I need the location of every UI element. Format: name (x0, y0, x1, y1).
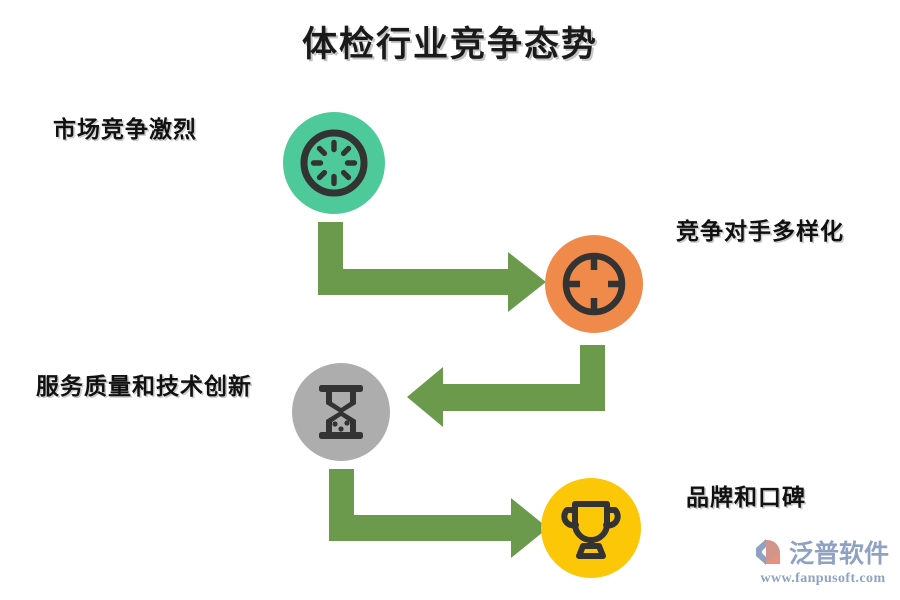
watermark-url: www.fanpusoft.com (760, 571, 886, 586)
spinner-icon (297, 126, 371, 200)
node-circle-brand-reputation[interactable] (541, 478, 641, 578)
page-title: 体检行业竞争态势 (301, 25, 598, 64)
fanpu-logo-icon (752, 537, 786, 572)
trophy-icon (557, 494, 625, 562)
watermark: 泛普软件 www.fanpusoft.com (752, 538, 894, 593)
watermark-brand-row: 泛普软件 (752, 538, 894, 570)
connector-arrow-2 (407, 345, 605, 427)
connector-arrow-1 (318, 222, 546, 312)
node-label-service-quality: 服务质量和技术创新 (36, 374, 252, 399)
node-label-market-competition: 市场竞争激烈 (53, 117, 197, 142)
connector-arrow-3 (329, 469, 548, 558)
node-circle-service-quality[interactable] (292, 363, 390, 461)
node-circle-competitor-diversity[interactable] (545, 235, 643, 333)
node-label-competitor-diversity: 竞争对手多样化 (676, 219, 844, 244)
node-circle-market-competition[interactable] (283, 112, 385, 214)
node-label-brand-reputation: 品牌和口碑 (686, 485, 806, 510)
watermark-brand-text: 泛普软件 (789, 540, 890, 568)
hourglass-icon (309, 380, 373, 444)
target-icon (558, 248, 630, 320)
